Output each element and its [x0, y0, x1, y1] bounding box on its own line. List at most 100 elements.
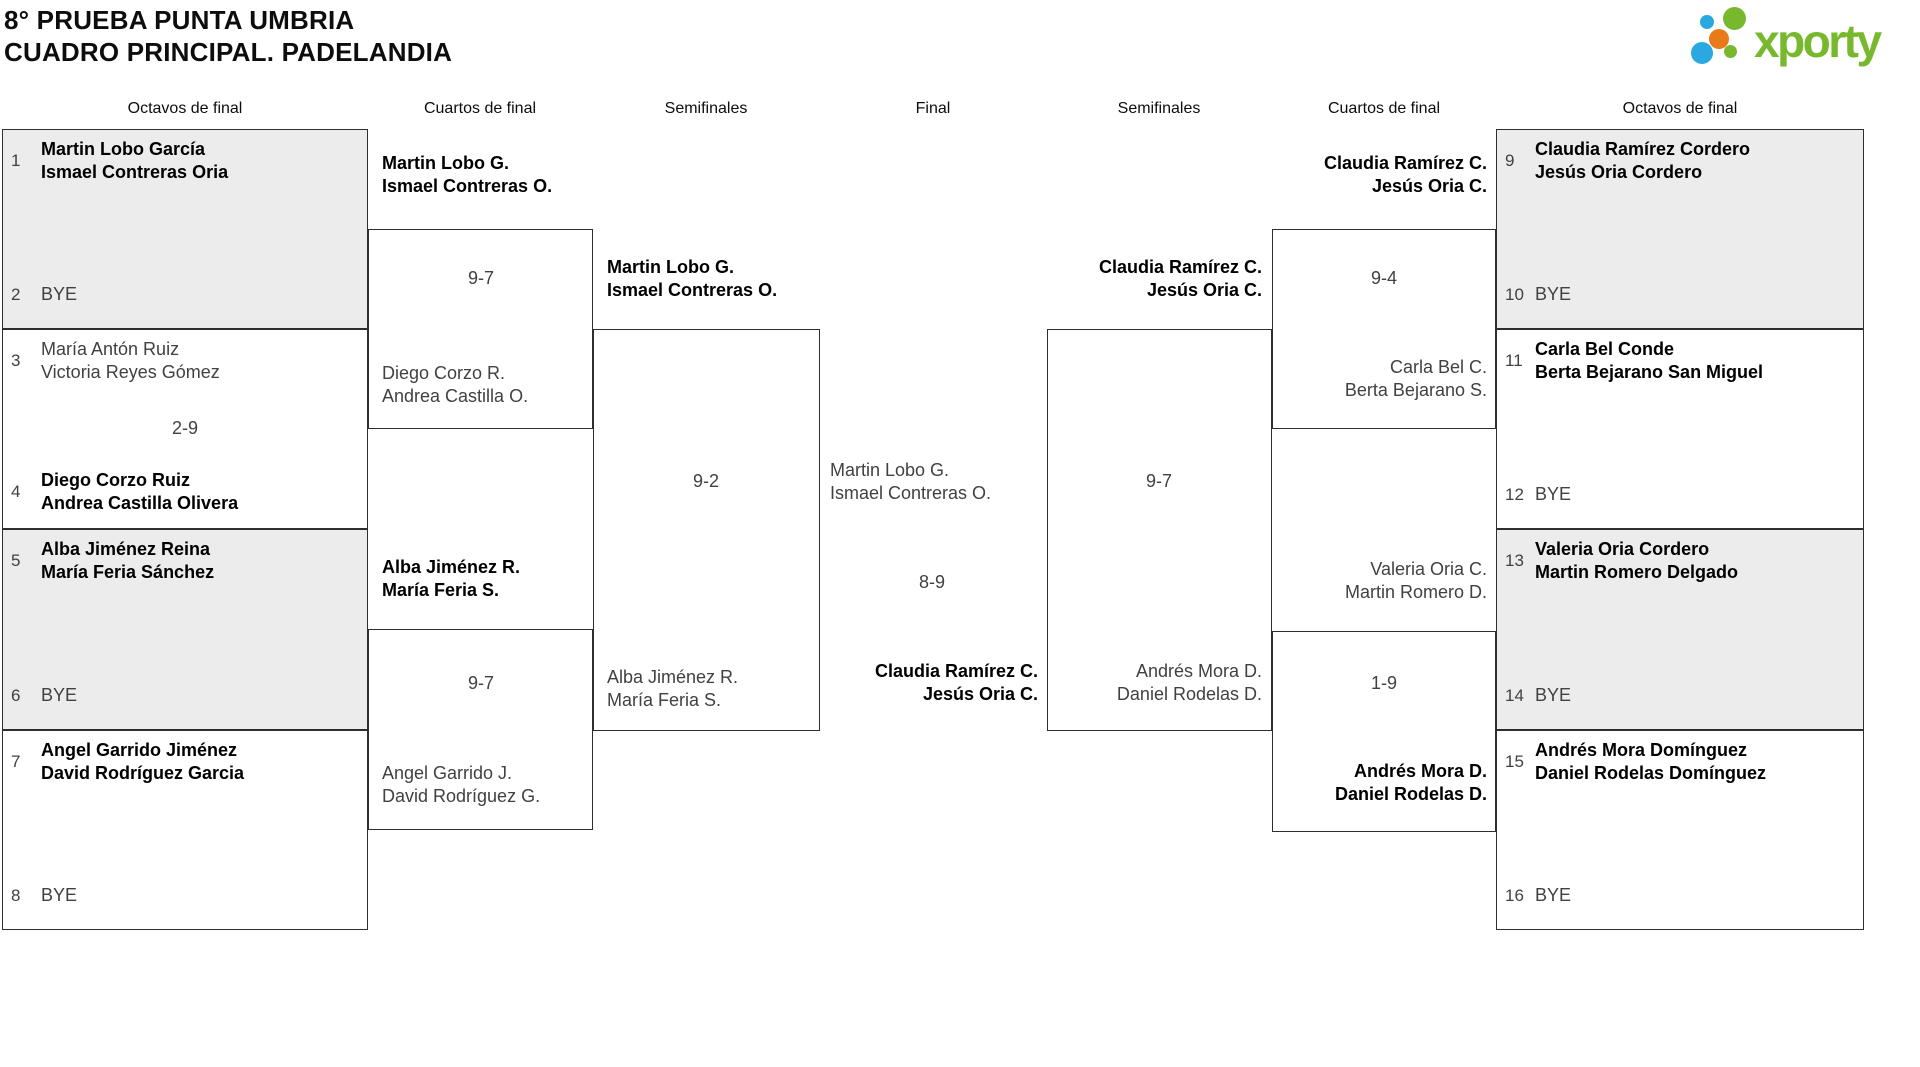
- seed-number: 14: [1505, 685, 1524, 705]
- match-box-qf3: [1272, 229, 1496, 429]
- logo-dot-green-small: [1724, 45, 1737, 58]
- score-final: 8-9: [918, 572, 945, 592]
- seed-number: 11: [1505, 351, 1523, 370]
- match-qf3-top-participant: Claudia Ramírez C.Jesús Oria C.: [1323, 153, 1487, 196]
- seed-number: 6: [11, 685, 21, 705]
- seed-number: 10: [1505, 284, 1524, 304]
- logo-dot-orange: [1709, 29, 1729, 49]
- title-line-2: CUADRO PRINCIPAL. PADELANDIA: [4, 37, 453, 67]
- team-seed-2: 2 BYE: [11, 283, 361, 306]
- logo-dot-blue-large: [1691, 42, 1713, 64]
- team-seed-10: 10 BYE: [1505, 283, 1857, 306]
- match-qf4-bottom-participant: Andrés Mora D.Daniel Rodelas D.: [1334, 761, 1487, 804]
- match-qf4-top-participant: Valeria Oria C.Martin Romero D.: [1344, 559, 1487, 602]
- seed-number: 5: [11, 551, 21, 570]
- round-header-semis-right: Semifinales: [1117, 100, 1201, 117]
- match-qf3-bottom-participant: Carla Bel C.Berta Bejarano S.: [1344, 357, 1487, 400]
- match-sf2-bottom-participant: Andrés Mora D.Daniel Rodelas D.: [1116, 661, 1262, 704]
- logo-dot-blue-small: [1700, 15, 1714, 29]
- team-names: BYE: [1535, 885, 1572, 905]
- match-box-qf4: [1272, 631, 1496, 832]
- score-sf2: 9-7: [1145, 471, 1172, 491]
- round-header-octavos-left: Octavos de final: [127, 100, 243, 117]
- match-qf2-bottom-participant: Angel Garrido J.David Rodríguez G.: [382, 763, 541, 806]
- match-final-bottom-participant: Claudia Ramírez C.Jesús Oria C.: [874, 661, 1038, 704]
- score-qf2: 9-7: [467, 673, 494, 693]
- team-names: BYE: [41, 284, 78, 304]
- team-names: BYE: [1535, 284, 1572, 304]
- match-sf1-bottom-participant: Alba Jiménez R.María Feria S.: [607, 667, 739, 710]
- logo-dot-green-large: [1723, 7, 1746, 30]
- round-header-cuartos-left: Cuartos de final: [423, 100, 537, 117]
- match-box-sf1: [593, 329, 820, 731]
- seed-number: 16: [1505, 885, 1524, 905]
- match-box-sf2: [1047, 329, 1272, 731]
- seed-number: 9: [1505, 151, 1515, 170]
- seed-number: 12: [1505, 484, 1524, 504]
- seed-number: 4: [11, 482, 21, 501]
- match-sf2-top-participant: Claudia Ramírez C.Jesús Oria C.: [1098, 257, 1262, 300]
- logo-wordmark: xporty: [1754, 15, 1882, 67]
- match-sf1-top-participant: Martin Lobo G.Ismael Contreras O.: [607, 257, 778, 300]
- score-qf3: 9-4: [1370, 268, 1397, 288]
- match-qf1-bottom-participant: Diego Corzo R.Andrea Castilla O.: [382, 363, 529, 406]
- round-header-semis-left: Semifinales: [664, 100, 748, 117]
- seed-number: 3: [11, 351, 21, 370]
- seed-number: 7: [11, 752, 21, 771]
- seed-number: 1: [11, 151, 21, 170]
- seed-number: 8: [11, 885, 21, 905]
- team-names: BYE: [1535, 685, 1572, 705]
- seed-number: 13: [1505, 551, 1524, 570]
- team-names: BYE: [1535, 484, 1572, 504]
- team-seed-6: 6 BYE: [11, 684, 361, 707]
- match-final-top-participant: Martin Lobo G.Ismael Contreras O.: [830, 460, 992, 503]
- page-title: 8° PRUEBA PUNTA UMBRIA CUADRO PRINCIPAL.…: [4, 4, 452, 68]
- score-qf4: 1-9: [1370, 673, 1397, 693]
- seed-number: 15: [1505, 752, 1524, 771]
- match-qf2-top-participant: Alba Jiménez R.María Feria S.: [382, 557, 521, 600]
- match-box-qf2: [368, 629, 593, 830]
- team-names: BYE: [41, 685, 78, 705]
- match-box-qf1: [368, 229, 593, 429]
- round-header-final: Final: [915, 100, 951, 117]
- xporty-logo[interactable]: xporty: [1678, 2, 1920, 80]
- round-header-octavos-right: Octavos de final: [1622, 100, 1738, 117]
- round-header-cuartos-right: Cuartos de final: [1327, 100, 1441, 117]
- team-names: BYE: [41, 885, 78, 905]
- score-qf1: 9-7: [467, 268, 494, 288]
- match-qf1-top-participant: Martin Lobo G.Ismael Contreras O.: [382, 153, 553, 196]
- seed-number: 2: [11, 284, 21, 304]
- team-seed-16: 16 BYE: [1505, 884, 1857, 907]
- title-line-1: 8° PRUEBA PUNTA UMBRIA: [4, 5, 355, 35]
- team-seed-14: 14 BYE: [1505, 684, 1857, 707]
- team-seed-12: 12 BYE: [1505, 483, 1857, 506]
- score-sf1: 9-2: [692, 471, 719, 491]
